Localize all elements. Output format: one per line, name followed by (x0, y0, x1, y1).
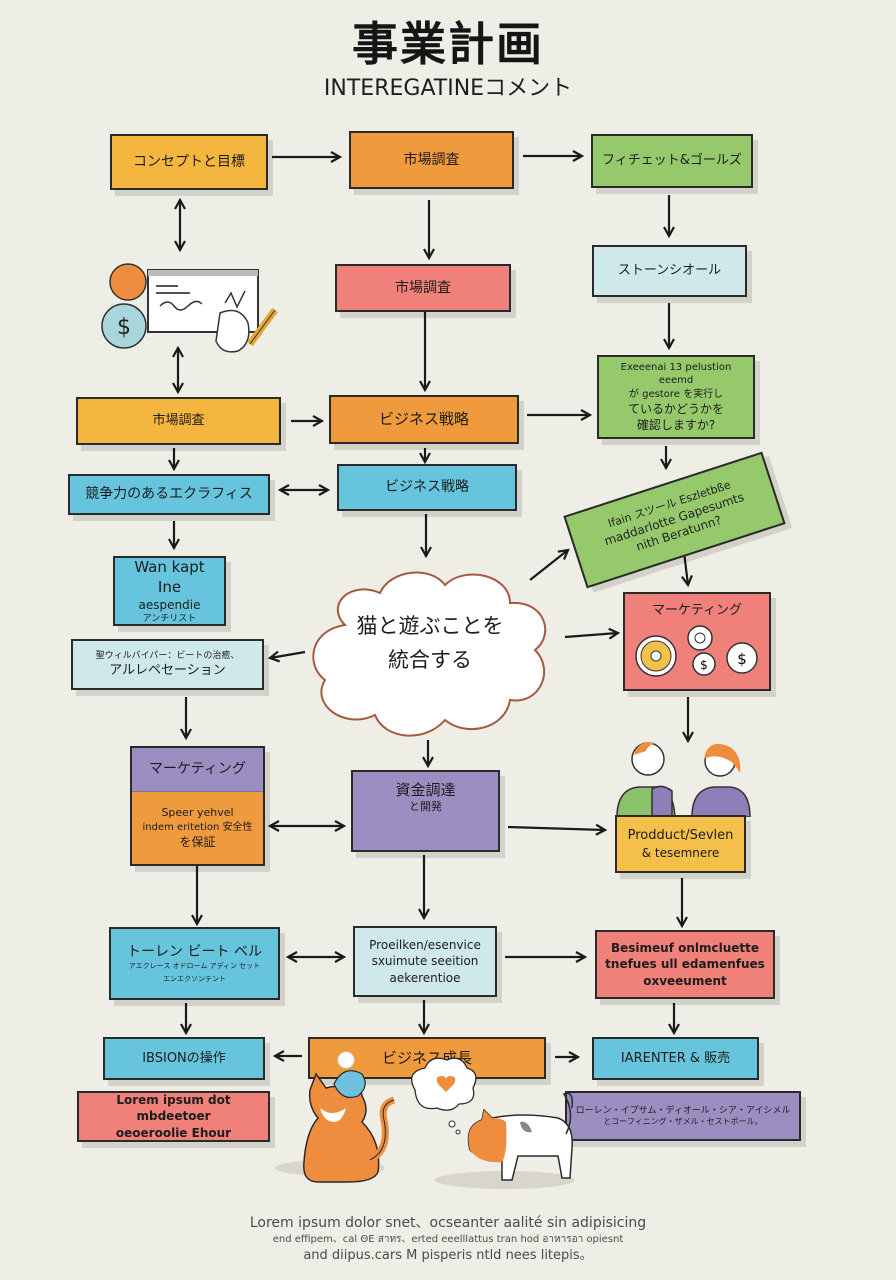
arrow (684, 551, 688, 585)
node-fichet-goals[interactable]: フィチェット&ゴールズ (591, 134, 753, 188)
node-lorem-red[interactable]: Lorem ipsum dot mbdeetoer oeoeroolie Eho… (77, 1091, 270, 1142)
node-label: 市場調査 (403, 151, 460, 168)
node-stone-sheol[interactable]: ストーンシオール (592, 245, 747, 297)
node-label: ビジネス戦略 (385, 479, 469, 496)
node-label: ビジネス戦略 (378, 410, 469, 429)
node-iarenter-sales[interactable]: IARENTER & 販売 (592, 1037, 759, 1080)
node-text-line: とコーフィニング・ザメル・セストボール。 (603, 1116, 763, 1126)
node-market-research-left[interactable]: 市場調査 (76, 397, 281, 445)
node-label: 市場調査 (152, 413, 205, 429)
cloud-text-line: 統合する (388, 647, 472, 672)
node-business-strategy-orange[interactable]: ビジネス戦略 (329, 395, 519, 444)
node-text-line: Proeilken/esenvice (369, 938, 481, 953)
cats-illustration (270, 1050, 600, 1210)
node-market-research-mid[interactable]: 市場調査 (335, 264, 511, 312)
node-label: コンセプトと目標 (133, 153, 245, 170)
node-trend-beat[interactable]: トーレン ビート ベル アエクレース オドローム アディン セット エンエクソン… (109, 927, 280, 1000)
node-label: 市場調査 (395, 279, 451, 296)
dollar-icon: $ (700, 658, 708, 672)
team-illustration (612, 735, 752, 818)
node-text-line: アエクレース オドローム アディン セット (128, 961, 261, 970)
node-lorem-purple[interactable]: ローレン・イプサム・ディオール・シア・アイシメル とコーフィニング・ザメル・セス… (565, 1091, 801, 1141)
node-text-line: Besimeuf onlmcluette (610, 941, 760, 956)
node-holy-wilbyper[interactable]: 聖ウィルバイパー：ビートの治癒、 アルレペセーション (71, 639, 264, 690)
page-subtitle: INTEREGATINEコメント (323, 76, 573, 101)
node-text-line: Prodduct/Sevlen (627, 828, 734, 844)
analyst-illustration: $ (100, 258, 280, 354)
node-label: ストーンシオール (617, 263, 722, 279)
node-text-line: oeoeroolie Ehour (115, 1125, 232, 1140)
node-text-line: 資金調達 (395, 781, 456, 799)
arrow (564, 633, 618, 637)
node-text-line: Speer yehvel (161, 805, 234, 819)
arrow (270, 652, 306, 658)
node-text-line: トーレン ビート ベル (127, 943, 262, 960)
node-text-line: と開発 (409, 800, 442, 814)
heart-icon (436, 1076, 456, 1092)
arrow (507, 827, 605, 830)
central-cloud (312, 571, 547, 737)
node-text-line: 確認しますか? (636, 418, 716, 433)
node-label: マーケティング (652, 603, 742, 618)
node-label: 競争力のあるエクラフィス (85, 486, 253, 503)
node-text-line: tnefues ull edamenfues (605, 957, 765, 972)
node-business-strategy-blue[interactable]: ビジネス戦略 (337, 464, 517, 511)
central-cloud-text: 猫と遊ぶことを 統合する (305, 610, 555, 677)
node-verify-execution[interactable]: Exeeenai 13 pelustion eeemd が gestore を実… (597, 355, 755, 439)
cloud-text-line: 猫と遊ぶことを (356, 614, 504, 638)
page-title: 事業計画 (352, 17, 544, 71)
footer-line-3: and diipus.cars M pisperis ntld nees lit… (303, 1248, 593, 1263)
node-business-conduct[interactable]: Besimeuf onlmcluette tnefues ull edamenf… (595, 930, 775, 999)
node-label: マーケティング (149, 761, 246, 778)
node-label: IARENTER & 販売 (620, 1050, 731, 1066)
node-text-line: を保証 (179, 835, 216, 850)
node-marketing-red[interactable]: マーケティング $ $ (623, 592, 771, 691)
node-text-line: oxveeument (643, 973, 727, 988)
node-competitive-graphics[interactable]: 競争力のあるエクラフィス (68, 474, 270, 515)
node-text-line: Exeeenai 13 pelustion eeemd (620, 361, 732, 387)
footer-line-1: Lorem ipsum dolor snet、ocseanter aalité … (249, 1215, 647, 1231)
node-text-line: Lorem ipsum dot mbdeetoer (116, 1093, 231, 1124)
node-product-service[interactable]: Prodduct/Sevlen & tesemnere (615, 815, 746, 873)
node-text-line: 聖ウィルバイパー：ビートの治癒、 (95, 650, 240, 661)
node-concept-goals[interactable]: コンセプトと目標 (110, 134, 268, 190)
node-ibsion-ops[interactable]: IBSIONの操作 (103, 1037, 265, 1080)
footer-line-2: end effipem、cal ΘE สาทร、erted eeelllattu… (272, 1234, 624, 1245)
node-text-line: エンエクソンテント (163, 974, 226, 983)
node-consultation-banner[interactable]: Ifain スツール Eszletbße maddarlotte Gapesum… (563, 451, 786, 589)
node-wan-kapt[interactable]: Wan kapt Ine aespendie アンチリスト (113, 556, 226, 626)
node-text-line: & tesemnere (641, 845, 720, 860)
node-label: フィチェット&ゴールズ (602, 153, 742, 169)
node-text-line: アルレペセーション (109, 662, 226, 678)
dollar-icon: $ (117, 315, 131, 340)
node-text-line: aekerentioe (389, 970, 461, 985)
node-text-line: が gestore を実行し (628, 388, 724, 400)
node-funding-development[interactable]: 資金調達 と開発 (351, 770, 500, 852)
node-text-line: ているかどうかを (627, 402, 724, 417)
node-text-line: アンチリスト (142, 614, 197, 625)
node-provider-service[interactable]: Proeilken/esenvice sxuimute seeition aek… (353, 926, 497, 997)
coins-icon: $ $ (635, 624, 758, 677)
node-text-line: ローレン・イプサム・ディオール・シア・アイシメル (575, 1105, 791, 1116)
dollar-person-icon (101, 303, 147, 349)
node-label: IBSIONの操作 (142, 1050, 226, 1066)
node-marketing-split[interactable]: マーケティング Speer yehvel indem eritetion 安全性… (130, 746, 265, 866)
dollar-icon: $ (737, 650, 747, 668)
node-market-research-top[interactable]: 市場調査 (349, 131, 514, 189)
node-text-line: sxuimute seeition (371, 954, 479, 969)
node-text-line: indem eritetion 安全性 (142, 821, 253, 833)
node-text-line: aespendie (138, 598, 201, 613)
node-text-line: Wan kapt Ine (134, 557, 205, 596)
